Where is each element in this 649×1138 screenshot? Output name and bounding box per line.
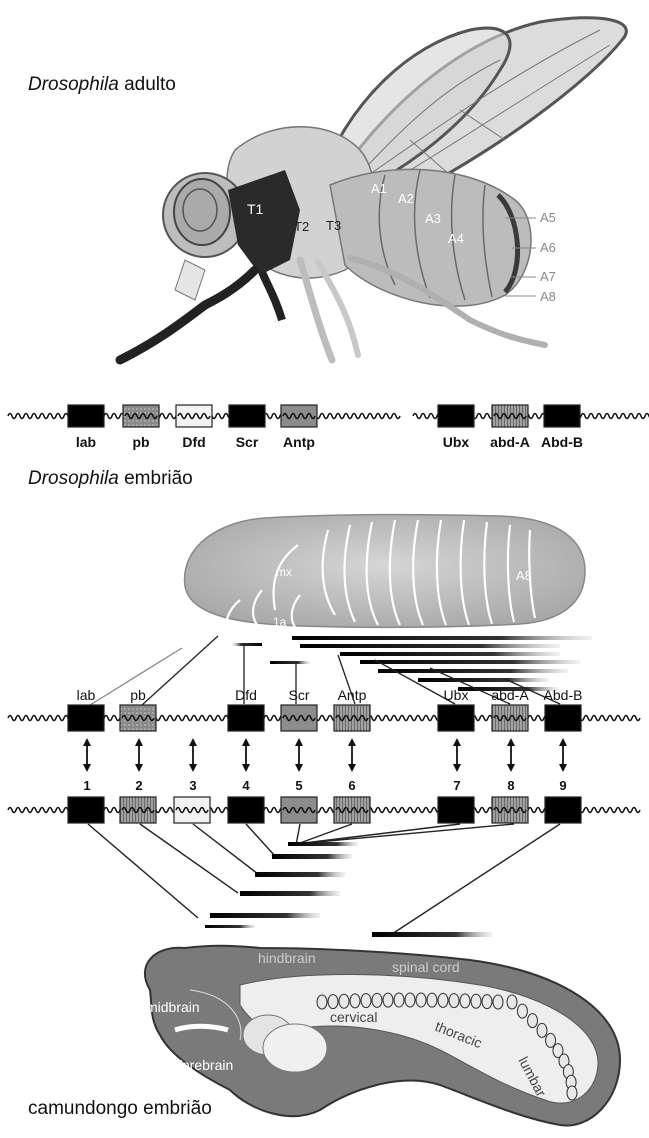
- mouse-label-spinal-cord: spinal cord: [392, 959, 460, 975]
- fly-abdomen: [330, 169, 531, 306]
- mouse-label-cervical: cervical: [330, 1009, 377, 1025]
- hox-gene-box: [68, 705, 104, 731]
- adult-callout-a5: A5: [540, 210, 556, 225]
- fly-gene-cluster-mid: lab pb Dfd Scr Antp Ubx abd-A Abd-B: [8, 687, 640, 731]
- gene-label: Antp: [338, 687, 367, 703]
- embryo-label-1a: 1a: [273, 615, 287, 629]
- paralog-number: 5: [295, 778, 302, 793]
- paralog-arrows: 1 2 3 4 5 6 7 8 9: [83, 738, 567, 793]
- hox-gene-box: [438, 405, 474, 427]
- embryo-label-mx: mx: [276, 565, 292, 579]
- mouse-label-midbrain: midbrain: [146, 999, 200, 1015]
- paralog-number: 1: [83, 778, 90, 793]
- paralog-number: 8: [507, 778, 514, 793]
- hox-gene-box: [545, 797, 581, 823]
- adult-label-a1: A1: [371, 181, 387, 196]
- hox-gene-box: [544, 405, 580, 427]
- gene-label: Ubx: [443, 434, 470, 450]
- gene-label: Scr: [289, 687, 310, 703]
- mouse-label-hindbrain: hindbrain: [258, 950, 316, 966]
- gene-label: pb: [132, 434, 149, 450]
- fly-embryo-illustration: int mx 1a T1 T2 T3 A8: [90, 515, 592, 705]
- embryo-label-a8: A8: [516, 568, 532, 583]
- embryo-label-int: int: [211, 619, 224, 633]
- hox-gene-box: [228, 705, 264, 731]
- gene-label: Ubx: [444, 687, 469, 703]
- gene-label: Abd-B: [544, 687, 583, 703]
- mouse-embryo-illustration: hindbrain spinal cord midbrain forebrain…: [145, 946, 620, 1126]
- fly-expression-domains: [232, 636, 592, 691]
- hox-gene-box: [545, 705, 581, 731]
- adult-label-t2: T2: [294, 219, 309, 234]
- adult-label-t1: T1: [247, 201, 264, 217]
- hox-gene-box: [228, 797, 264, 823]
- paralog-number: 9: [559, 778, 566, 793]
- adult-callout-a8: A8: [540, 289, 556, 304]
- fly-gene-cluster-top: lab pb Dfd Scr Antp Ubx abd-A Abd-B: [8, 405, 649, 450]
- paralog-number: 3: [189, 778, 196, 793]
- adult-fly-illustration: T1 T2 T3 A1 A2 A3 A4 A5 A6 A7 A8: [120, 18, 626, 360]
- gene-label: abd-A: [490, 434, 530, 450]
- gene-label: Dfd: [235, 687, 257, 703]
- gene-label: Dfd: [182, 434, 205, 450]
- paralog-number: 4: [242, 778, 250, 793]
- mouse-hox-cluster: [8, 797, 640, 823]
- paralog-number: 2: [135, 778, 142, 793]
- hox-gene-box: [438, 797, 474, 823]
- adult-callout-a6: A6: [540, 240, 556, 255]
- gene-label: Abd-B: [541, 434, 583, 450]
- adult-callout-labels: A5 A6 A7 A8: [540, 210, 556, 304]
- gene-label: Antp: [283, 434, 315, 450]
- hox-gene-box: [68, 797, 104, 823]
- paralog-number: 7: [453, 778, 460, 793]
- gene-label: Scr: [236, 434, 259, 450]
- adult-label-t3: T3: [326, 218, 341, 233]
- gene-label: pb: [130, 687, 146, 703]
- adult-label-a2: A2: [398, 191, 414, 206]
- hox-gene-box: [438, 705, 474, 731]
- hox-gene-box: [229, 405, 265, 427]
- adult-label-a4: A4: [448, 231, 464, 246]
- paralog-number: 6: [348, 778, 355, 793]
- gene-label: lab: [76, 434, 96, 450]
- mouse-expression-domains: [88, 824, 560, 937]
- hox-gene-box: [68, 405, 104, 427]
- gene-label: abd-A: [491, 687, 529, 703]
- mouse-label-forebrain: forebrain: [178, 1057, 233, 1073]
- gene-label: lab: [77, 687, 96, 703]
- adult-callout-a7: A7: [540, 269, 556, 284]
- adult-label-a3: A3: [425, 211, 441, 226]
